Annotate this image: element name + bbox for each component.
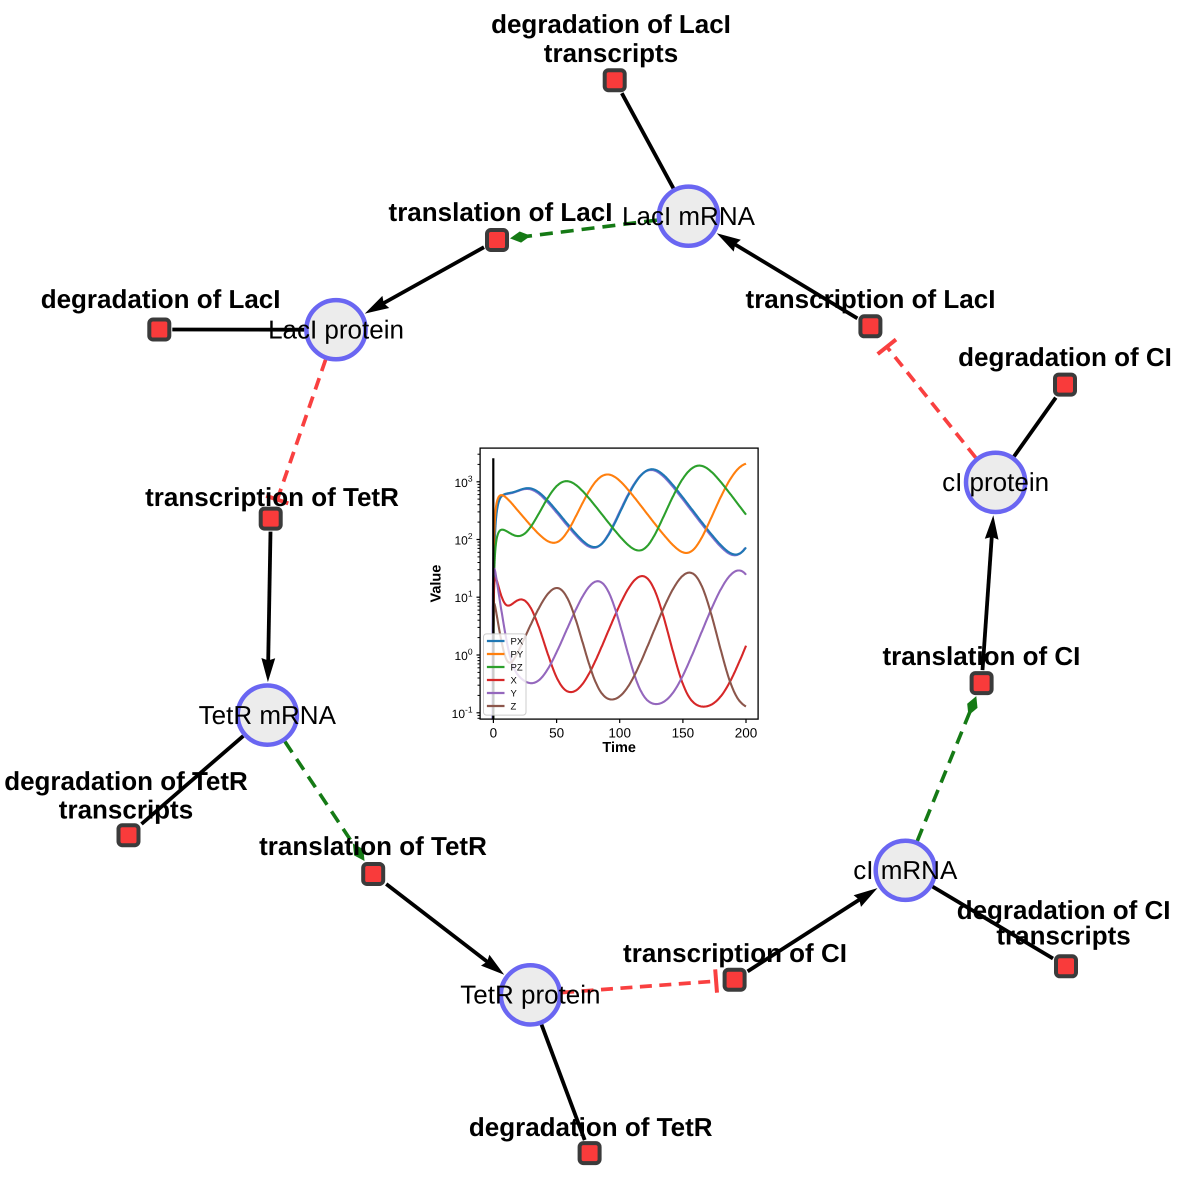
svg-text:100: 100	[608, 725, 631, 740]
svg-text:degradation of CI: degradation of CI	[957, 895, 1171, 925]
svg-text:transcription of CI: transcription of CI	[623, 938, 847, 968]
svg-text:degradation of LacI: degradation of LacI	[491, 9, 731, 39]
svg-text:transcripts: transcripts	[59, 795, 193, 825]
svg-text:X: X	[511, 675, 518, 686]
svg-text:150: 150	[672, 725, 695, 740]
svg-text:Value: Value	[429, 565, 445, 603]
svg-text:transcripts: transcripts	[544, 38, 678, 68]
svg-text:degradation of LacI: degradation of LacI	[41, 284, 281, 314]
svg-text:transcription of LacI: transcription of LacI	[746, 284, 996, 314]
svg-text:translation of LacI: translation of LacI	[389, 197, 613, 227]
svg-text:Z: Z	[511, 701, 517, 712]
svg-text:LacI mRNA: LacI mRNA	[622, 201, 756, 231]
svg-text:cI protein: cI protein	[942, 467, 1049, 497]
svg-text:transcripts: transcripts	[996, 921, 1130, 951]
svg-text:TetR mRNA: TetR mRNA	[199, 700, 337, 730]
svg-text:degradation of TetR: degradation of TetR	[4, 766, 248, 796]
svg-text:0: 0	[490, 725, 498, 740]
svg-text:LacI protein: LacI protein	[268, 314, 404, 344]
svg-text:translation of CI: translation of CI	[882, 641, 1080, 671]
svg-text:cI mRNA: cI mRNA	[853, 855, 958, 885]
svg-text:transcription of TetR: transcription of TetR	[145, 482, 399, 512]
svg-text:PZ: PZ	[511, 662, 523, 673]
svg-text:200: 200	[735, 725, 758, 740]
svg-text:50: 50	[549, 725, 564, 740]
svg-text:Time: Time	[602, 740, 636, 756]
svg-text:PY: PY	[511, 649, 524, 660]
svg-text:TetR protein: TetR protein	[460, 980, 600, 1010]
svg-text:degradation of CI: degradation of CI	[958, 342, 1172, 372]
svg-text:translation of TetR: translation of TetR	[259, 831, 487, 861]
svg-text:Y: Y	[511, 688, 518, 699]
svg-text:degradation of TetR: degradation of TetR	[469, 1112, 713, 1142]
svg-text:PX: PX	[511, 636, 524, 647]
